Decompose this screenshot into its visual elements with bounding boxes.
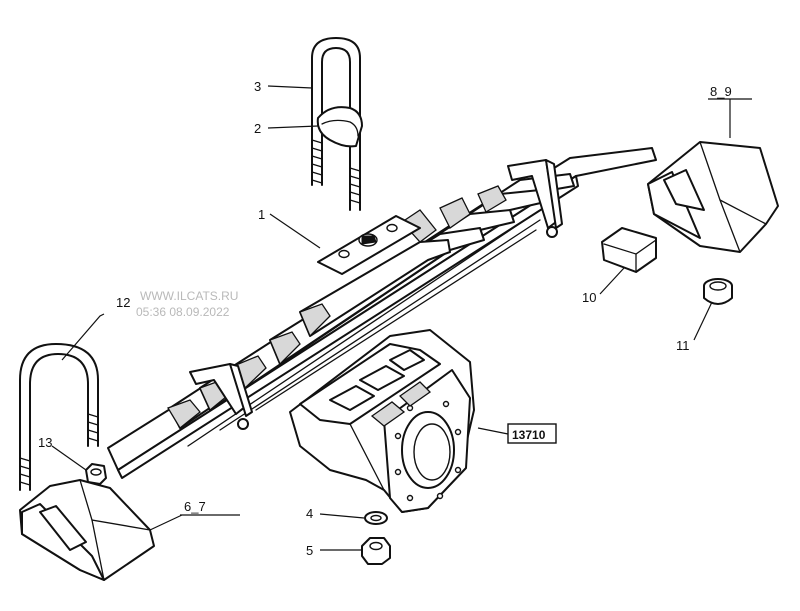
rubber-pad[interactable] [601, 227, 657, 273]
callout-5[interactable]: 5 [306, 543, 313, 558]
callout-13[interactable]: 13 [38, 435, 52, 450]
spring-bracket-rear[interactable] [647, 141, 779, 253]
spring-bracket-front[interactable] [19, 479, 155, 581]
callout-4[interactable]: 4 [306, 506, 313, 521]
watermark: WWW.ILCATS.RU 05:36 08.09.2022 [136, 289, 238, 319]
u-bolt-lower[interactable] [19, 343, 99, 491]
callout-13710-box[interactable]: 13710 [507, 423, 557, 444]
u-bolt-upper-thread-left [311, 139, 323, 184]
center-bolt [338, 223, 398, 259]
callout-2[interactable]: 2 [254, 121, 261, 136]
hex-nut[interactable] [361, 537, 391, 565]
callout-labels: 3 2 1 12 13 6_7 8_9 10 11 4 5 13710 [38, 79, 732, 558]
bushing[interactable] [703, 278, 733, 305]
watermark-timestamp: 05:36 08.09.2022 [136, 305, 230, 319]
callout-6-7[interactable]: 6_7 [184, 499, 206, 514]
callout-13710[interactable]: 13710 [512, 428, 546, 442]
leaf-spring[interactable] [107, 147, 657, 479]
callout-12[interactable]: 12 [116, 295, 130, 310]
u-bolt-lower-thread-left [19, 457, 31, 486]
flange-bolt-holes [394, 400, 462, 502]
saddle-clamp[interactable] [316, 106, 363, 148]
rebound-clip-left [189, 363, 253, 430]
watermark-site: WWW.ILCATS.RU [140, 289, 238, 303]
callout-10[interactable]: 10 [582, 290, 596, 305]
u-bolt-upper-thread-right [349, 167, 361, 204]
small-nut[interactable] [85, 463, 107, 485]
rebound-clip-right [507, 159, 563, 238]
u-bolt-lower-thread-right [87, 413, 99, 442]
callout-11[interactable]: 11 [676, 338, 690, 353]
leader-lines [51, 85, 752, 551]
callout-8-9[interactable]: 8_9 [710, 84, 732, 99]
callout-3[interactable]: 3 [254, 79, 261, 94]
washer[interactable] [364, 511, 388, 525]
trunnion-housing[interactable] [289, 329, 475, 513]
callout-1[interactable]: 1 [258, 207, 265, 222]
